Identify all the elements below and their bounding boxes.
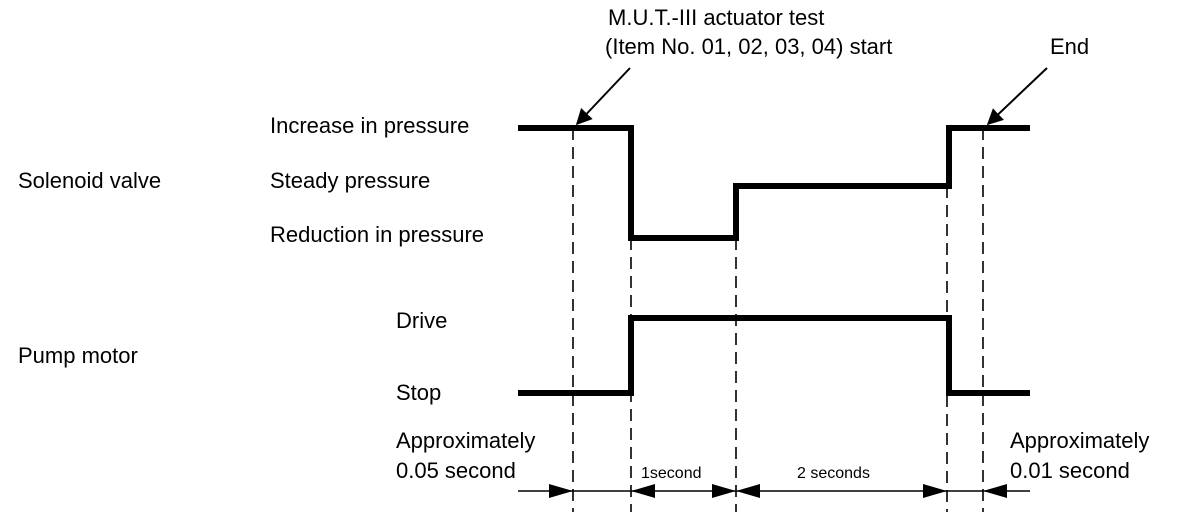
- increase-pressure-label: Increase in pressure: [270, 113, 469, 138]
- actuator-test-items: (Item No. 01, 02, 03, 04) start: [605, 34, 892, 59]
- dimension-arrow-2s-left: [736, 484, 760, 498]
- stop-label: Stop: [396, 380, 441, 405]
- solenoid-valve-waveform: [518, 125, 1030, 241]
- end-label: End: [1050, 34, 1089, 59]
- approx-left-line1: Approximately: [396, 428, 535, 453]
- reduction-pressure-label: Reduction in pressure: [270, 222, 484, 247]
- dimension-arrow-1s-left: [631, 484, 655, 498]
- dimension-arrow-2s-right: [923, 484, 947, 498]
- dimension-arrow-start-in: [549, 484, 573, 498]
- one-second-label: 1second: [641, 465, 702, 482]
- solenoid-valve-label: Solenoid valve: [18, 168, 161, 193]
- dimension-arrow-end-in: [983, 484, 1007, 498]
- start-pointer-arrow: [575, 67, 631, 126]
- end-pointer-arrow: [986, 67, 1048, 126]
- approx-right-line2: 0.01 second: [1010, 458, 1130, 483]
- pump-motor-waveform: [518, 315, 1030, 396]
- drive-label: Drive: [396, 308, 447, 333]
- actuator-test-title: M.U.T.-III actuator test: [608, 5, 824, 30]
- steady-pressure-label: Steady pressure: [270, 168, 430, 193]
- pump-motor-label: Pump motor: [18, 343, 138, 368]
- two-seconds-label: 2 seconds: [797, 465, 870, 482]
- approx-left-line2: 0.05 second: [396, 458, 516, 483]
- approx-right-line1: Approximately: [1010, 428, 1149, 453]
- dimension-arrow-1s-right: [712, 484, 736, 498]
